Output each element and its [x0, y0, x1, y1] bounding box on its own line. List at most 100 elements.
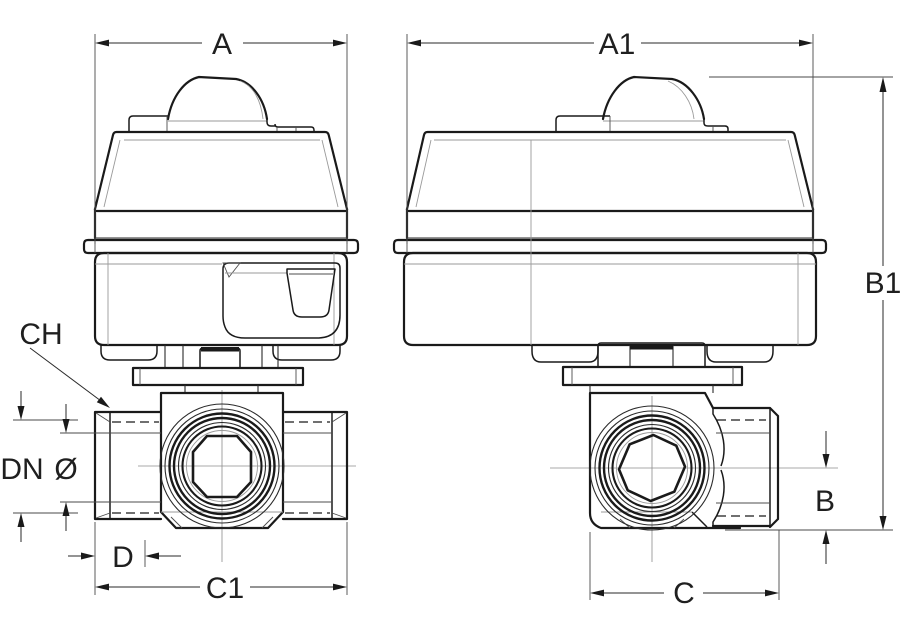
ch-leader-line [29, 347, 100, 400]
side-flange-neck [589, 385, 714, 393]
flange-plate [131, 366, 305, 387]
dim-d-arrow-left [81, 552, 95, 560]
boss-ring-4 [172, 416, 272, 516]
dim-b-label: B [815, 485, 835, 518]
dim-a-arrow-left [95, 39, 109, 47]
front-dim-a: A [94, 28, 348, 244]
dim-a1-extension-lines [406, 34, 814, 244]
dim-d-arrow-right [145, 552, 159, 560]
side-boss-ring-6 [611, 427, 693, 509]
side-dim-b1: B1 [709, 76, 900, 531]
left-port-bore-lines [110, 432, 161, 503]
side-panel-lines [404, 140, 816, 345]
right-port-outline [281, 410, 349, 521]
dim-d-label: D [112, 541, 134, 574]
dim-dn-label: DN [0, 453, 43, 486]
terminal-cover-tab [286, 268, 336, 318]
side-flange-ticks [571, 367, 734, 385]
flange-neck [184, 385, 259, 393]
dome-base-ticks [166, 116, 297, 132]
dim-c-arrow-left [590, 589, 604, 597]
side-mounting-bracket [531, 342, 774, 393]
ch-label: CH [19, 318, 62, 351]
side-view: A1 B1 B C [392, 28, 900, 610]
side-valve-chamfer [691, 511, 708, 528]
side-housing-sides [405, 209, 815, 240]
side-port-thread-dashed [717, 419, 766, 517]
front-dim-diameter: Ø [54, 404, 110, 531]
lower-body-panel-lines [95, 253, 335, 345]
dim-c1-label: C1 [206, 572, 244, 605]
side-port-inner-arcs [712, 408, 725, 526]
left-port-outline [93, 410, 163, 521]
side-actuator-housing [392, 130, 828, 347]
side-dome-base [555, 115, 729, 132]
dim-dia-arrow-bottom [62, 502, 70, 516]
flange-ticks [139, 368, 297, 385]
side-boss-ring-3 [598, 414, 706, 522]
dome-base-plate [128, 115, 315, 132]
side-port-bore-lines [716, 432, 770, 504]
dim-b1-arrow-bottom [879, 516, 887, 530]
housing-trapezoid [93, 130, 349, 213]
front-label-ch: CH [19, 318, 110, 408]
dim-c-label: C [673, 577, 695, 610]
front-view: A C1 D DN [0, 28, 360, 605]
rim-band-ticks [94, 240, 348, 253]
front-dim-dn: DN [0, 391, 78, 542]
dim-c-arrow-right [765, 589, 779, 597]
side-boss-ring-7 [616, 432, 688, 504]
housing-inner-edges [103, 139, 339, 208]
side-valve-body [588, 391, 780, 531]
right-port-thread-dashed [285, 421, 330, 514]
dim-a1-label: A1 [599, 28, 636, 61]
front-valve-body [93, 391, 349, 530]
side-port-boss [589, 405, 715, 531]
boss-ring-5 [177, 421, 267, 511]
dim-a1-arrow-left [407, 39, 421, 47]
right-port-bore-lines [283, 432, 332, 503]
side-housing-inner-edges [415, 139, 805, 208]
boss-ring-3 [168, 412, 276, 520]
front-mounting-bracket [100, 345, 341, 393]
side-dim-b: B [815, 431, 835, 564]
front-actuator-dome [128, 75, 315, 132]
dim-b1-label: B1 [865, 267, 900, 300]
dim-c1-arrow-right [333, 583, 347, 591]
side-boss-ring-4 [602, 418, 702, 518]
front-dim-d: D [68, 540, 181, 574]
side-rim-band [392, 238, 828, 255]
side-dome-tangents [603, 80, 704, 122]
dim-dn-arrow-top [17, 406, 25, 420]
valve-gussets [170, 516, 274, 529]
housing-rim-band [82, 238, 360, 255]
side-port-outline [711, 406, 780, 529]
dim-c1-extension-lines [94, 522, 348, 595]
dim-b-arrow-top [822, 454, 830, 468]
side-flange-plate [561, 365, 744, 387]
square-socket-octagon [191, 434, 253, 499]
front-dim-c1: C1 [94, 522, 348, 605]
dim-a1-arrow-right [799, 39, 813, 47]
side-actuator-dome [555, 75, 729, 132]
dome-outline [166, 75, 269, 121]
dim-c1-arrow-left [95, 583, 109, 591]
boss-ring-6 [181, 425, 263, 507]
side-dome-base-ticks [609, 116, 714, 132]
dim-c-extension-lines [589, 530, 780, 600]
side-socket-octagon [617, 433, 687, 503]
dim-dia-label: Ø [54, 453, 77, 486]
dim-b1-arrow-top [879, 77, 887, 92]
side-stem-cap [630, 345, 673, 350]
front-actuator-housing [82, 130, 360, 347]
housing-sides [93, 209, 349, 240]
side-stem-block [597, 342, 706, 367]
right-port-chamfers [331, 412, 347, 519]
front-port-boss [159, 403, 285, 529]
dim-dia-extension-lines [60, 432, 110, 503]
dim-b1-extension-lines [709, 76, 893, 531]
side-housing-trapezoid [405, 130, 815, 213]
side-boss-ring-2 [594, 410, 710, 526]
